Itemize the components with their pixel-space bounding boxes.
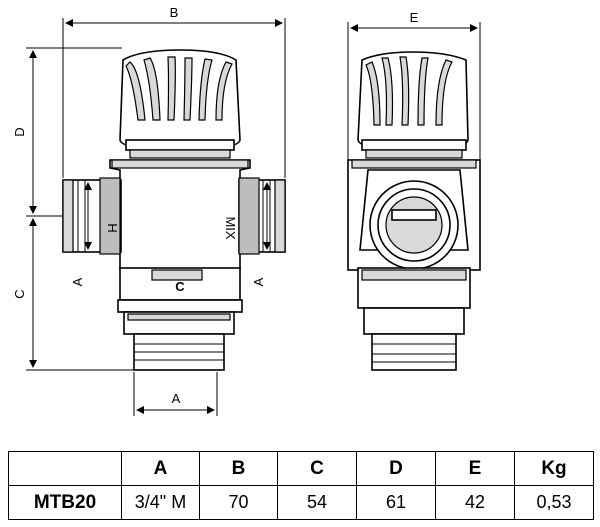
- table-cell: 42: [435, 485, 515, 520]
- dimension-table: A B C D E Kg MTB20 3/4" M 70 54 61 42 0,…: [8, 451, 594, 520]
- table-header-cell: [8, 451, 122, 486]
- side-view: E: [347, 10, 481, 371]
- dimension-label-e: E: [410, 10, 419, 25]
- front-body: [62, 159, 286, 371]
- side-body: [347, 159, 481, 371]
- table-cell: 54: [277, 485, 357, 520]
- side-knob: [357, 51, 469, 159]
- table-header-cell: B: [199, 451, 278, 486]
- dimension-label-a-left: A: [70, 277, 85, 286]
- table-header-cell: E: [435, 451, 515, 486]
- table-row: MTB20 3/4" M 70 54 61 42 0,53: [8, 485, 594, 520]
- table-header-cell: D: [356, 451, 436, 486]
- table-cell: 61: [356, 485, 436, 520]
- table-cell: 3/4" M: [121, 485, 200, 520]
- port-label-cold: C: [175, 279, 185, 294]
- dimension-label-c: C: [12, 289, 27, 298]
- dimension-label-a-bottom: A: [172, 391, 181, 406]
- front-knob: [119, 49, 241, 159]
- port-label-mix: MIX: [223, 216, 238, 239]
- table-header-cell: Kg: [514, 451, 594, 486]
- port-label-hot: H: [105, 223, 120, 232]
- table-header-row: A B C D E Kg: [8, 451, 594, 486]
- front-view: H MIX C B D C A A A: [12, 5, 286, 416]
- technical-drawing: H MIX C B D C A A A: [12, 5, 481, 416]
- dimension-label-a-right: A: [251, 277, 266, 286]
- dimension-label-d: D: [12, 127, 27, 136]
- table-cell: 0,53: [514, 485, 594, 520]
- table-header-cell: C: [277, 451, 357, 486]
- table-header-cell: A: [121, 451, 200, 486]
- table-cell: 70: [199, 485, 278, 520]
- table-cell-model: MTB20: [8, 485, 122, 520]
- dimension-label-b: B: [170, 5, 179, 20]
